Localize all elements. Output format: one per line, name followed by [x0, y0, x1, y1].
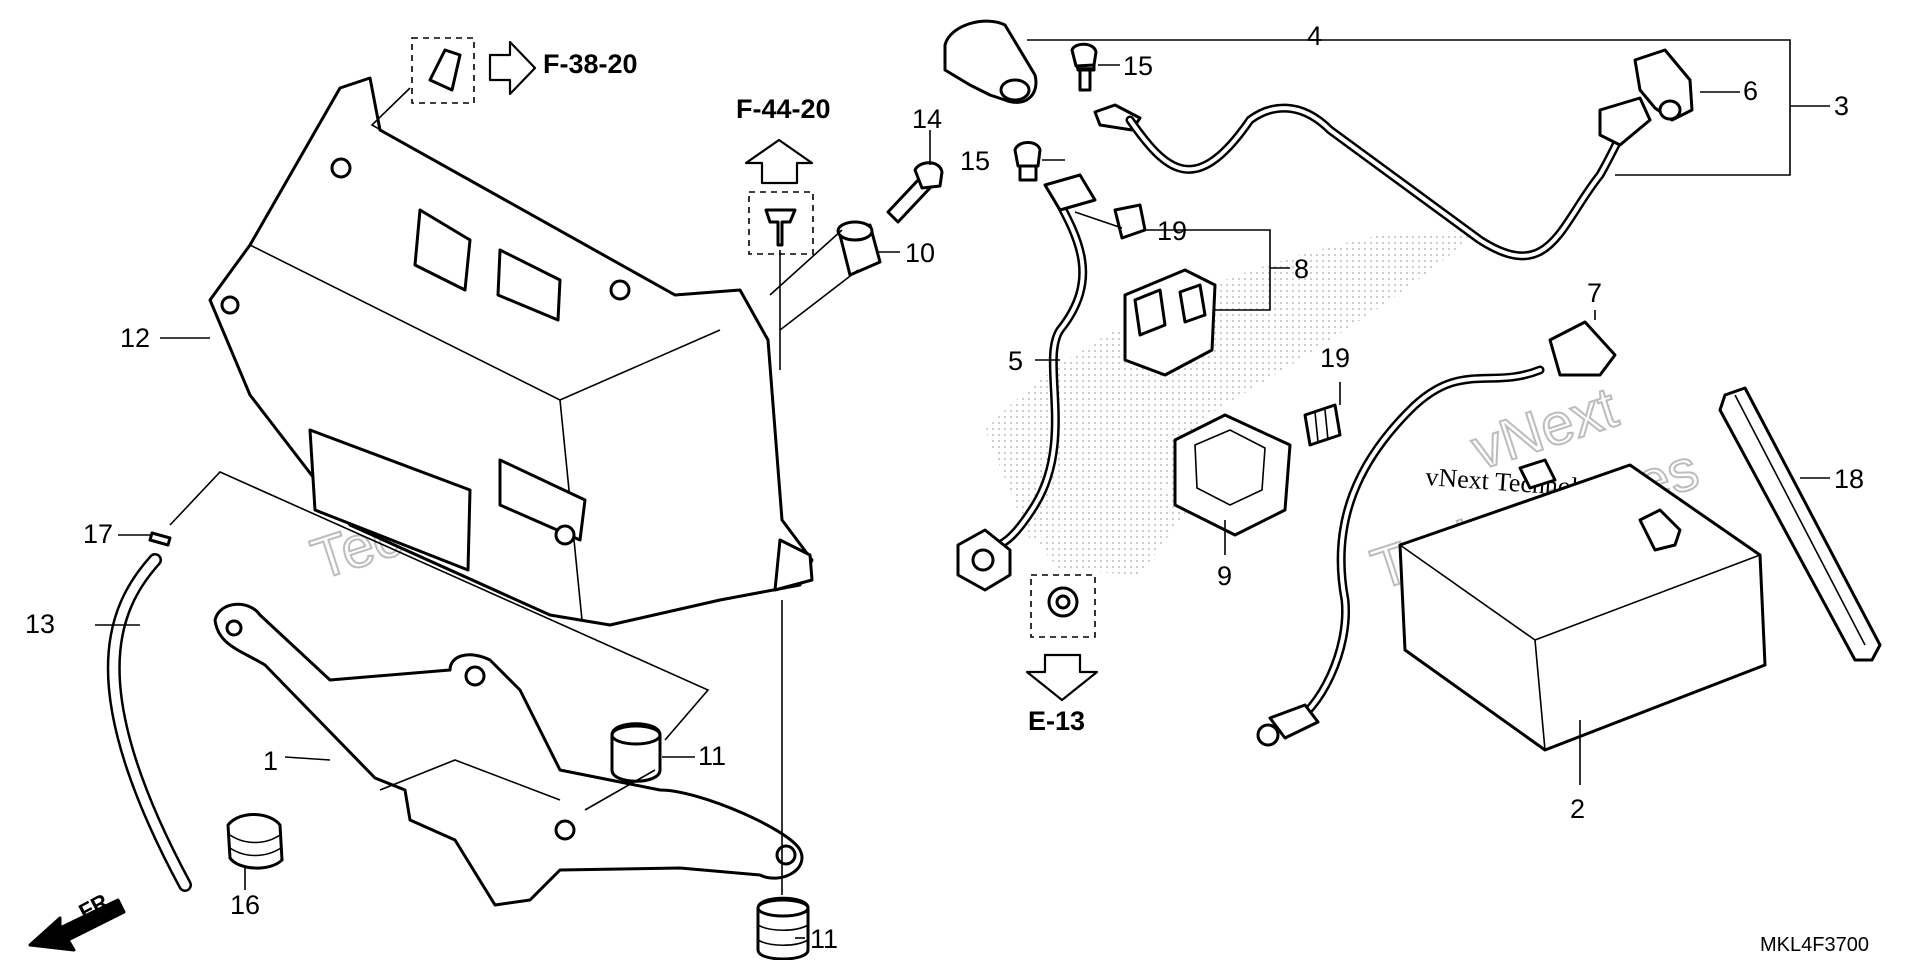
ground-terminal	[1548, 320, 1617, 377]
label-3[interactable]: 3	[1834, 91, 1849, 121]
fuse-lower	[1303, 403, 1342, 447]
battery-strap	[1718, 386, 1882, 662]
cable-terminal-right	[1598, 96, 1652, 147]
fuse-upper	[1113, 203, 1147, 240]
battery-bracket	[213, 602, 804, 907]
collar	[836, 220, 882, 277]
front-arrow-icon	[28, 898, 126, 952]
bolt	[886, 161, 944, 224]
positive-cable	[1125, 103, 1635, 261]
label-11-lower[interactable]: 11	[810, 924, 838, 954]
battery	[1398, 458, 1767, 752]
tube-clip	[148, 531, 172, 547]
ref-f-44-20[interactable]: F-44-20	[736, 94, 831, 124]
front-direction-indicator: FR.	[28, 886, 126, 952]
part-labels: 1 2 3 4 5 6 7 8 9 10 11 11 12 13 14 15 1…	[25, 21, 1864, 954]
label-5[interactable]: 5	[1008, 346, 1023, 376]
label-13[interactable]: 13	[25, 609, 55, 639]
cable-connector-5	[956, 528, 1012, 592]
label-9[interactable]: 9	[1217, 561, 1232, 591]
ref-box-e-13	[1025, 574, 1099, 702]
ref-f-38-20[interactable]: F-38-20	[543, 49, 638, 79]
ground-ring-terminal	[1256, 703, 1320, 747]
label-6[interactable]: 6	[1743, 76, 1758, 106]
battery-box	[208, 76, 814, 627]
label-7[interactable]: 7	[1587, 278, 1602, 308]
label-2[interactable]: 2	[1570, 794, 1585, 824]
label-18[interactable]: 18	[1834, 464, 1864, 494]
terminal-bolt-upper	[1070, 42, 1098, 69]
relay-cover	[1173, 413, 1292, 537]
label-14[interactable]: 14	[912, 104, 942, 134]
leader-lines-left	[95, 87, 931, 939]
label-16[interactable]: 16	[230, 890, 260, 920]
label-17[interactable]: 17	[83, 519, 113, 549]
terminal-bolt-lower	[1013, 141, 1042, 182]
rubber-mount-lower	[756, 896, 810, 960]
label-1[interactable]: 1	[263, 746, 278, 776]
label-11-upper[interactable]: 11	[698, 741, 726, 771]
leader-lines-right	[1027, 39, 1830, 785]
label-19-upper[interactable]: 19	[1157, 216, 1187, 246]
label-8[interactable]: 8	[1294, 254, 1309, 284]
label-12[interactable]: 12	[120, 323, 150, 353]
ref-e-13[interactable]: E-13	[1028, 706, 1085, 736]
diagram-code: MKL4F3700	[1760, 934, 1869, 956]
label-4[interactable]: 4	[1307, 21, 1322, 51]
label-15-upper[interactable]: 15	[1123, 51, 1153, 81]
rubber-mount-upper	[610, 722, 662, 783]
cable-terminal-5	[1043, 173, 1097, 212]
ref-box-f-44-20	[744, 138, 814, 255]
label-10[interactable]: 10	[905, 238, 935, 268]
ref-box-f-38-20	[411, 37, 537, 104]
starter-relay	[1123, 268, 1217, 377]
label-19-lower[interactable]: 19	[1320, 343, 1350, 373]
tube-clamp	[226, 813, 284, 870]
label-15-lower[interactable]: 15	[960, 146, 990, 176]
